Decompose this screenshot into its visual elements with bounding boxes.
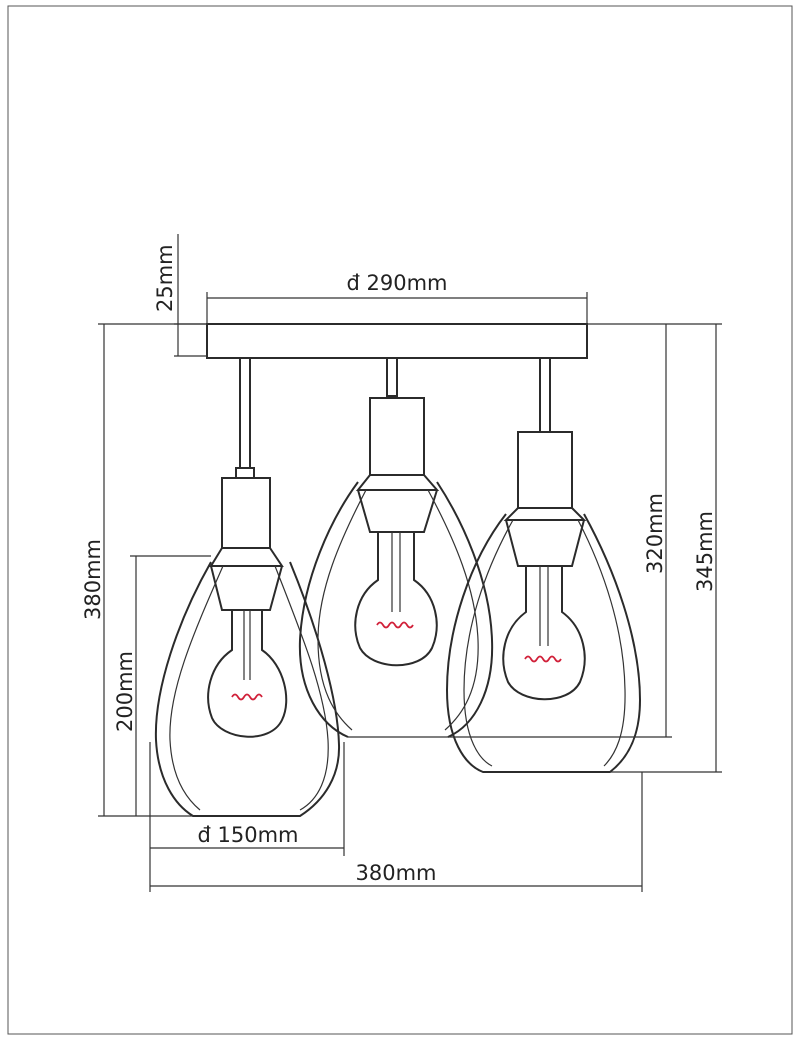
- dimension-shade-diameter: đ 150mm: [149, 742, 345, 856]
- label-total-width: 380mm: [356, 861, 437, 885]
- dimension-base-height: 25mm: [153, 234, 207, 357]
- dimension-mid-height: 320mm: [348, 323, 672, 738]
- dimension-total-width: 380mm: [149, 772, 643, 892]
- label-canopy-diameter: đ 290mm: [346, 271, 447, 295]
- label-shade-diameter: đ 150mm: [197, 823, 298, 847]
- pendant-middle: [298, 357, 494, 738]
- rod-left: [239, 357, 251, 475]
- bulb-left: [207, 610, 288, 738]
- rod-right: [539, 357, 551, 433]
- dimension-shade-height: 200mm: [113, 555, 211, 816]
- filament-right: [524, 655, 562, 663]
- ceiling-canopy: [206, 323, 588, 359]
- glass-shade-left: [154, 561, 341, 817]
- socket-right: [517, 431, 573, 509]
- page-border: [7, 5, 793, 1035]
- label-shade-height: 200mm: [113, 651, 137, 732]
- socket-middle: [369, 397, 425, 476]
- bulb-right: [502, 566, 586, 701]
- label-total-height: 380mm: [81, 539, 105, 620]
- filament-left: [231, 693, 263, 701]
- pendant-left: [154, 357, 341, 817]
- rod-middle: [386, 357, 398, 397]
- label-base-height: 25mm: [153, 244, 177, 312]
- glass-shade-middle: [298, 481, 494, 738]
- filament-middle: [376, 621, 414, 629]
- glass-shade-right: [445, 513, 642, 773]
- label-right-height: 345mm: [693, 511, 717, 592]
- dimension-canopy-diameter: đ 290mm: [206, 271, 588, 324]
- rod-joint-left: [235, 467, 255, 479]
- dimension-right-height: 345mm: [610, 323, 722, 773]
- socket-left: [221, 477, 271, 549]
- bulb-middle: [354, 532, 438, 667]
- label-mid-height: 320mm: [643, 493, 667, 574]
- pendant-right: [445, 357, 642, 773]
- dimension-total-height: 380mm: [81, 323, 207, 817]
